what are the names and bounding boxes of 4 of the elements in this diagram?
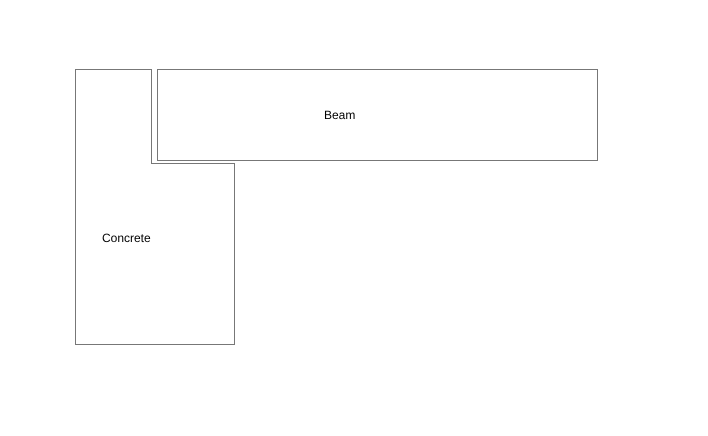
concrete-block	[75, 69, 235, 345]
beam-box	[157, 69, 598, 161]
part-label: Concrete	[102, 230, 151, 247]
part-label: Beam	[324, 107, 356, 124]
